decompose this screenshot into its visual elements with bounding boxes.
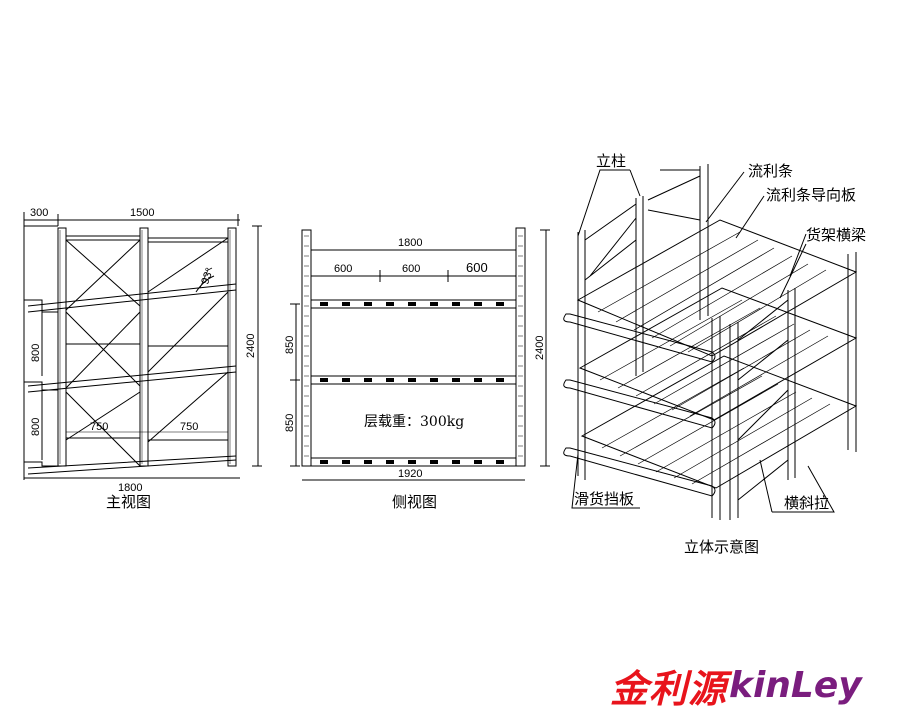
iso-view: 立柱 流利条 流利条导向板 货架横梁 滑货挡板 横斜拉 立体示意图 <box>563 152 866 556</box>
brand-name-en: kinLey <box>729 664 862 706</box>
brand-logo: 金利源 kinLey <box>610 655 895 715</box>
callout-upright: 立柱 <box>596 152 626 170</box>
front-dim-level-2: 800 <box>30 418 42 436</box>
callout-beam: 货架横梁 <box>806 226 866 244</box>
front-view: 300 1500 2400 800 800 750 750 1800 93° 主… <box>23 207 262 511</box>
side-load-text: 层载重：300kg <box>364 414 464 430</box>
callout-roller-track: 流利条 <box>748 162 793 180</box>
side-dim-top: 1800 <box>398 237 422 249</box>
front-angle-label: 93° <box>199 266 216 286</box>
front-dim-bay-left: 750 <box>90 421 108 433</box>
side-dim-sub-3: 600 <box>466 260 488 275</box>
side-dim-level-1: 850 <box>284 336 296 354</box>
front-dim-top-main: 1500 <box>130 207 154 219</box>
front-dim-bottom: 1800 <box>118 482 142 494</box>
callout-track-guide: 流利条导向板 <box>766 186 856 204</box>
side-view-caption: 侧视图 <box>392 493 437 511</box>
side-dim-sub-1: 600 <box>334 263 352 275</box>
side-view: 1800 600 600 600 850 850 2400 1920 层载重：3… <box>284 227 550 511</box>
front-dim-level-1: 800 <box>30 344 42 362</box>
side-dim-height: 2400 <box>534 336 546 360</box>
callout-stop-plate: 滑货挡板 <box>574 490 634 508</box>
front-dim-bay-right: 750 <box>180 421 198 433</box>
brand-name-cn: 金利源 <box>610 666 728 711</box>
side-dim-sub-2: 600 <box>402 263 420 275</box>
side-dim-level-2: 850 <box>284 414 296 432</box>
front-view-caption: 主视图 <box>106 493 151 511</box>
front-dim-height: 2400 <box>245 334 257 358</box>
iso-view-caption: 立体示意图 <box>684 538 759 556</box>
front-dim-top-left: 300 <box>30 207 48 219</box>
callout-cross-brace: 横斜拉 <box>784 494 829 512</box>
side-dim-bottom: 1920 <box>398 468 422 480</box>
